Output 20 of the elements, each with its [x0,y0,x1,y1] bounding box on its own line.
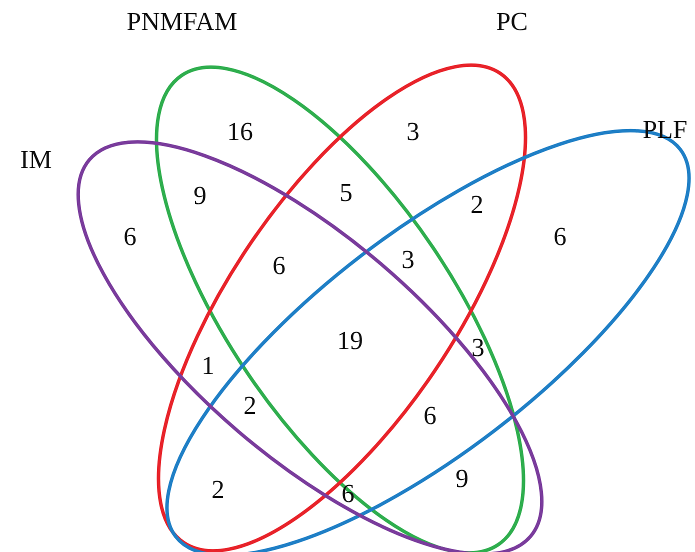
set-name: PLF [642,116,688,144]
region-count: 6 [424,402,436,430]
region-count: 6 [124,223,136,251]
set-name: IM [20,146,52,174]
set-name: PNMFAM [126,8,238,36]
region-count: 3 [402,246,414,274]
region-count: 9 [194,182,206,210]
region-count: 2 [470,191,484,219]
region-count: 6 [272,252,286,280]
region-count: 5 [340,179,352,207]
region-count: 3 [472,334,484,362]
region-count: 19 [337,327,363,355]
region-count: 9 [456,465,468,493]
region-count: 2 [212,476,224,504]
set-name: PC [496,8,528,36]
region-count: 3 [406,118,420,146]
region-count: 6 [554,223,566,251]
region-count: 16 [227,118,253,146]
region-count: 1 [202,352,214,380]
region-count: 2 [244,392,256,420]
